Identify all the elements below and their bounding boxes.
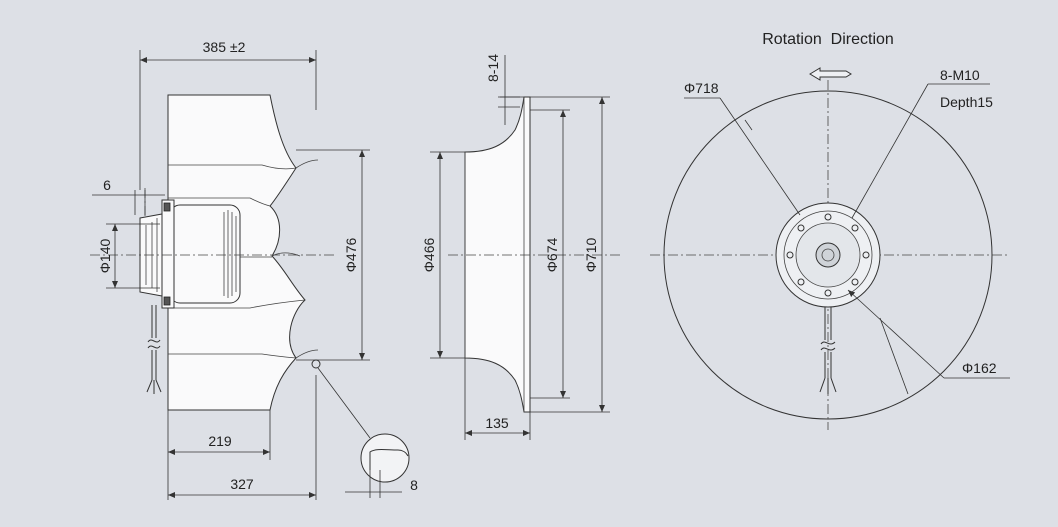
front-view: Rotation Direction Φ718	[650, 31, 1010, 430]
motor-fins	[223, 210, 237, 298]
hub-ring	[783, 210, 873, 300]
bolt-hole	[797, 278, 805, 286]
flange-bolt-bottom	[163, 296, 171, 306]
dim-depth-label: 135	[485, 415, 509, 431]
front-cable-break	[820, 341, 836, 351]
dim-throat-label: Φ466	[421, 238, 437, 273]
bolt-hole	[824, 289, 832, 297]
blade-line-1	[168, 164, 297, 170]
blade-line-5	[168, 353, 297, 359]
dim-impeller-width-label: 219	[208, 433, 232, 449]
front-cable	[824, 307, 832, 340]
dim-inlet-label: Φ476	[343, 238, 359, 273]
hub-shaft	[815, 242, 841, 268]
dim-hub-front-label: Φ162	[962, 360, 997, 376]
motor-body	[169, 204, 241, 304]
dim-impeller-label: Φ718	[684, 80, 719, 96]
front-cable-lower	[824, 352, 832, 378]
bolt-hole	[797, 224, 805, 232]
inlet-ring-view: 8-14 Φ466 Φ674 Φ710 135	[421, 54, 620, 440]
dim-thread-depth-label: Depth15	[940, 94, 993, 110]
dim-hub-front-leader	[847, 289, 945, 379]
dim-hub-label: Φ140	[97, 239, 113, 274]
blade-curl-3	[295, 349, 319, 359]
motor-flange	[161, 199, 175, 309]
cable-wires	[146, 379, 162, 394]
cable-lower	[151, 350, 157, 380]
bolt-hole	[851, 278, 859, 286]
rotation-arrow-icon	[809, 67, 852, 81]
cable	[151, 305, 157, 338]
detail-circle	[360, 433, 410, 483]
dim-thread-label: 8-M10	[940, 67, 980, 83]
bolt-hole	[824, 213, 832, 221]
blade-line-4	[168, 299, 306, 309]
dim-bolt-circle-label: Φ674	[544, 238, 560, 273]
dim-overall-label: 385 ±2	[203, 39, 246, 55]
hub-core	[821, 248, 835, 262]
dim-outer-label: Φ710	[583, 238, 599, 273]
blade-curl-2	[271, 252, 301, 257]
inlet-ring-profile	[464, 96, 531, 413]
blade-curl-1	[295, 159, 319, 169]
dim-flange-gap-label: 6	[103, 177, 111, 193]
bolt-hole	[862, 251, 870, 259]
rotation-direction-title: Rotation Direction	[762, 31, 894, 48]
flange-bolt-top	[163, 202, 171, 212]
dim-holes-label: 8-14	[485, 54, 501, 82]
blade-line-2	[168, 197, 271, 207]
cable-break	[147, 339, 161, 349]
side-view: 385 ±2 6 Φ140 219 327 Φ476 8	[90, 39, 418, 500]
detail-profile	[369, 449, 409, 470]
hub-bolt-holes	[786, 213, 870, 297]
detail-marker	[311, 359, 321, 369]
dim-total-depth-label: 327	[230, 476, 254, 492]
detail-dim-label: 8	[410, 477, 418, 493]
bolt-hole	[851, 224, 859, 232]
bolt-hole	[786, 251, 794, 259]
front-cable-wires	[819, 377, 837, 394]
detail-leader	[317, 367, 371, 439]
